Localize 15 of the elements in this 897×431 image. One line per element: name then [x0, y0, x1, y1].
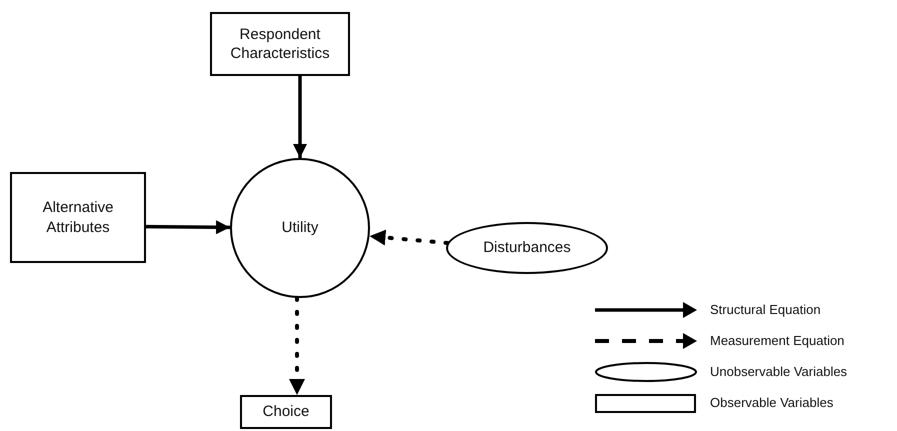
legend-label: Measurement Equation — [710, 333, 844, 348]
observed-box — [210, 12, 350, 76]
node-label: Utility — [282, 218, 318, 238]
observed-box — [10, 172, 146, 263]
legend-label: Observable Variables — [710, 395, 834, 410]
node-label: Choice — [262, 402, 310, 422]
legend-label: Structural Equation — [710, 302, 821, 317]
node-label: Alternative Attributes — [42, 198, 114, 237]
dotted-arrow — [289, 296, 305, 397]
arrow — [146, 220, 230, 234]
arrow — [293, 76, 307, 158]
node-label: Disturbances — [483, 238, 571, 258]
node-label: Respondent Characteristics — [229, 24, 331, 64]
legend-label: Unobservable Variables — [710, 364, 848, 379]
observed-box — [240, 395, 332, 429]
